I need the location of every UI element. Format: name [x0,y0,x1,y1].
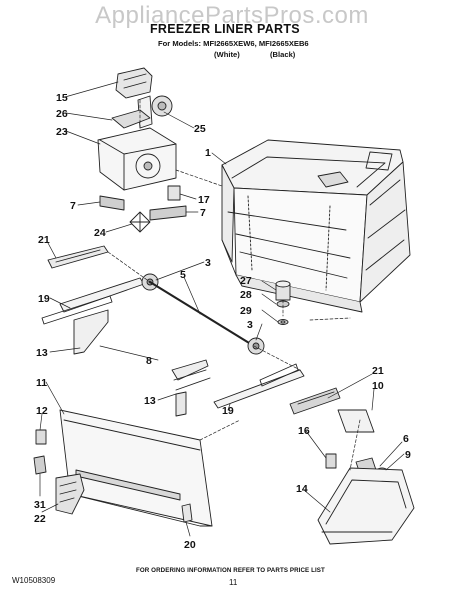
callout-21-right: 21 [372,365,384,377]
callout-3-bottom: 3 [247,319,253,331]
callout-28: 28 [240,289,252,301]
callout-9: 9 [405,449,411,461]
callout-26: 26 [56,108,68,120]
callout-22: 22 [34,513,46,525]
callout-7-right: 7 [200,207,206,219]
callout-15: 15 [56,92,68,104]
callout-5: 5 [180,269,186,281]
model-color-black: (Black) [270,50,296,59]
ordering-note: FOR ORDERING INFORMATION REFER TO PARTS … [136,567,325,574]
callout-labels: 15 26 23 25 1 7 7 17 24 21 3 5 19 27 28 … [34,92,411,551]
callout-14: 14 [296,483,308,495]
callout-16: 16 [298,425,310,437]
model-numbers: For Models: MFI2665XEW6, MFI2665XEB6 [158,39,309,48]
freezer-liner [221,139,411,313]
callout-12: 12 [36,405,48,417]
callout-17: 17 [198,194,210,206]
callout-10: 10 [372,380,384,392]
callout-27: 27 [240,275,252,287]
lower-cover [33,409,213,527]
callout-6: 6 [403,433,409,445]
callout-29: 29 [240,305,252,317]
callout-13-right: 13 [144,395,156,407]
evaporator-fan-assembly [97,67,187,233]
callout-7-left: 7 [70,200,76,212]
small-hardware [275,280,291,325]
callout-11: 11 [36,377,47,389]
assembly-lines [107,99,361,471]
callout-13-left: 13 [36,347,48,359]
callout-8: 8 [146,355,152,367]
callout-25: 25 [194,123,206,135]
right-slide-assembly [213,363,341,415]
page-number: 11 [229,578,238,587]
callout-19-right: 19 [222,405,234,417]
callout-31: 31 [34,499,46,511]
watermark: AppliancePartsPros.com [95,2,369,29]
leader-lines [39,81,405,537]
page-title: FREEZER LINER PARTS [150,22,300,36]
model-color-white: (White) [214,50,240,59]
callout-19-left: 19 [38,293,50,305]
light-housing-assembly [317,409,415,545]
callout-23: 23 [56,126,68,138]
document-number: W10508309 [12,576,56,585]
callout-1: 1 [205,147,211,159]
callout-24: 24 [94,227,106,239]
left-slide-assembly [41,245,265,417]
callout-3-top: 3 [205,257,211,269]
callout-20: 20 [184,539,196,551]
callout-21-left: 21 [38,234,50,246]
